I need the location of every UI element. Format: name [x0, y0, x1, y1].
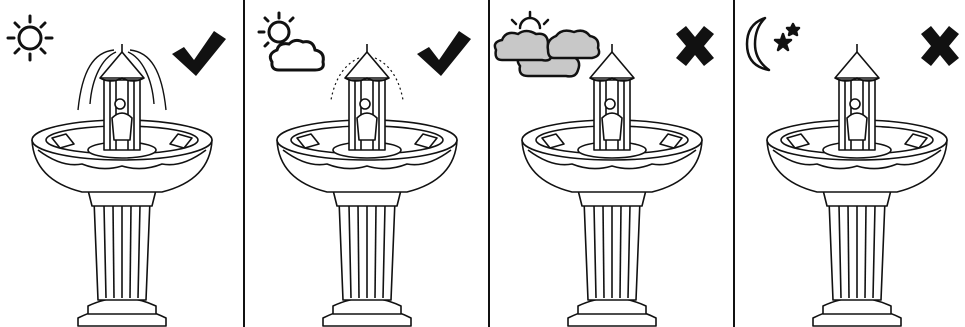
sun-icon: [8, 16, 52, 60]
fountain: [522, 44, 702, 326]
cloudy-icon: [495, 12, 599, 76]
cross-icon: [676, 26, 714, 66]
fountain: [32, 44, 212, 326]
sun-behind-cloud-icon: [259, 13, 323, 70]
panel-night: [735, 0, 965, 327]
check-icon: [172, 31, 226, 76]
panel-cloudy: [490, 0, 734, 327]
panel-partly-cloudy: [245, 0, 489, 327]
check-icon: [417, 31, 471, 76]
cross-icon: [921, 26, 959, 66]
panel-full-sun: [0, 0, 244, 327]
moon-stars-icon: [747, 18, 799, 70]
fountain: [277, 44, 457, 326]
fountain: [767, 44, 947, 326]
